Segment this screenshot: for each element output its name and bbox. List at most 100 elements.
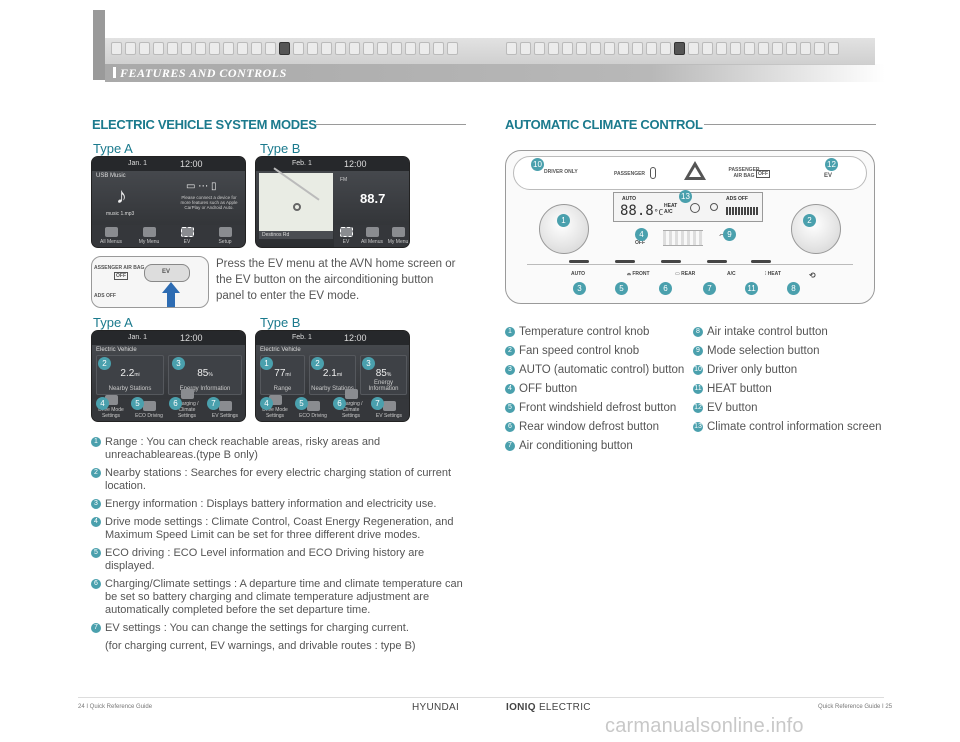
music-file: music 1.mp3 [106,211,135,217]
callout-badge: 7 [371,397,384,410]
header-thumb-icon [209,42,220,55]
brand-model: IONIQ ELECTRIC [506,702,591,713]
front-defrost-button[interactable]: ⌓ FRONT [627,271,650,277]
illus-off-label: OFF [114,272,128,280]
footer-left: 24 I Quick Reference Guide [78,704,153,710]
list-item-text: Fan speed control knob [519,345,640,357]
drive-mode-settings-button[interactable]: Drive Mode Settings [93,395,129,419]
screen-date: Feb. 1 [292,334,312,341]
list-item-text: Air conditioning button [519,440,633,452]
eco-driving-button[interactable]: ECO Driving [295,401,331,419]
list-number-badge: 2 [505,346,515,356]
list-item-text: Energy information : Displays battery in… [105,498,437,510]
ev-mode-item-3: 3 Energy information : Displays battery i… [91,498,466,511]
energy-information-tile[interactable]: 85% Energy Information [360,355,407,395]
callout-badge: 7 [703,282,716,295]
list-number-badge: 6 [91,579,101,589]
passenger-airbag-label: PASSENGER AIR BAG [728,167,760,179]
ev-button[interactable]: EV [334,227,358,245]
hazard-icon[interactable] [684,161,706,180]
heat-button[interactable]: ⫶ HEAT [765,271,781,277]
callout-badge: 6 [169,397,182,410]
indicator-pill [569,260,589,263]
list-number-badge: 5 [505,403,515,413]
map-view: Destinos Rd [259,167,333,239]
all-menus-button[interactable]: All Menus [93,227,129,245]
header-thumb-icon [447,42,458,55]
list-number-badge: 4 [505,384,515,394]
list-item-text: Nearby stations : Searches for every ele… [105,467,452,492]
off-button[interactable]: OFF [635,240,645,246]
airbag-off-label: OFF [756,170,770,178]
callout-badge: 3 [172,357,185,370]
list-item-text: EV settings : You can change the setting… [105,622,409,634]
range-tile[interactable]: 77mi Range [260,355,305,395]
fan-speed-knob[interactable] [791,204,841,254]
header-title: FEATURES AND CONTROLS [113,64,287,82]
ev-section-rule [316,124,466,125]
screen-subtitle: Electric Vehicle [260,347,301,353]
footer-rule [78,697,884,698]
charging-climate-settings-button[interactable]: Charging / Climate Settings [333,389,369,419]
drive-mode-settings-button[interactable]: Drive Mode Settings [257,395,293,419]
ev-settings-button[interactable]: EV Settings [371,401,407,419]
ev-settings-button[interactable]: EV Settings [207,401,243,419]
my-menu-button[interactable]: My Menu [131,227,167,245]
callout-badge: 4 [635,228,648,241]
header-thumb-icon [363,42,374,55]
ev-button[interactable]: EV [824,173,833,179]
ev-button-illustration: ASSENGER AIR BAG OFF EV ADS OFF [91,256,209,308]
header-thumb-icon [646,42,657,55]
my-menu-button[interactable]: My Menu [386,227,409,245]
list-item-text: Mode selection button [707,345,820,357]
list-number-badge: 11 [693,384,703,394]
callout-badge: 6 [659,282,672,295]
rear-defrost-button[interactable]: ▭ REAR [675,271,696,277]
callout-badge: 6 [333,397,346,410]
temperature-knob[interactable] [539,204,589,254]
callout-badge: 3 [362,357,375,370]
header-thumb-icon [111,42,122,55]
charging-climate-settings-button[interactable]: Charging / Climate Settings [169,389,205,419]
passenger-label: PASSENGER [614,171,646,177]
header-thumb-icon [237,42,248,55]
ev-button[interactable]: EV [169,227,205,245]
air-intake-icon[interactable]: ⟲ [809,271,816,280]
music-note-icon: ♪ [116,183,127,208]
header-thumb-icon [433,42,444,55]
header-thumb-icon [223,42,234,55]
callout-badge: 5 [295,397,308,410]
header-thumb-icon [534,42,545,55]
list-number-badge: 3 [91,499,101,509]
header-tab [93,10,105,80]
all-menus-button[interactable]: All Menus [360,227,384,245]
illus-ev-button: EV [144,264,190,282]
map-pin-icon [293,203,301,211]
driver-only-label: DRIVER ONLY [544,169,578,175]
climate-top-bar: DRIVER ONLY PASSENGER PASSENGER AIR BAG … [513,156,867,190]
eco-driving-button[interactable]: ECO Driving [131,401,167,419]
setup-button[interactable]: Setup [207,227,243,245]
list-number-badge: 8 [693,327,703,337]
ac-button[interactable]: A/C [727,271,736,277]
auto-button[interactable]: AUTO [571,271,586,277]
climate-section-rule [704,124,876,125]
header-thumb-icon [251,42,262,55]
screen-subtitle: USB Music [96,173,126,179]
callout-badge: 1 [557,214,570,227]
header-thumb-icon [772,42,783,55]
list-number-badge: 1 [91,437,101,447]
ev-section-title: ELECTRIC VEHICLE SYSTEM MODES [92,117,317,132]
climate-button-row: AUTO ⌓ FRONT ▭ REAR A/C ⫶ HEAT ⟲ [527,264,853,288]
callout-badge: 3 [573,282,586,295]
screen-time: 12:00 [344,159,367,169]
